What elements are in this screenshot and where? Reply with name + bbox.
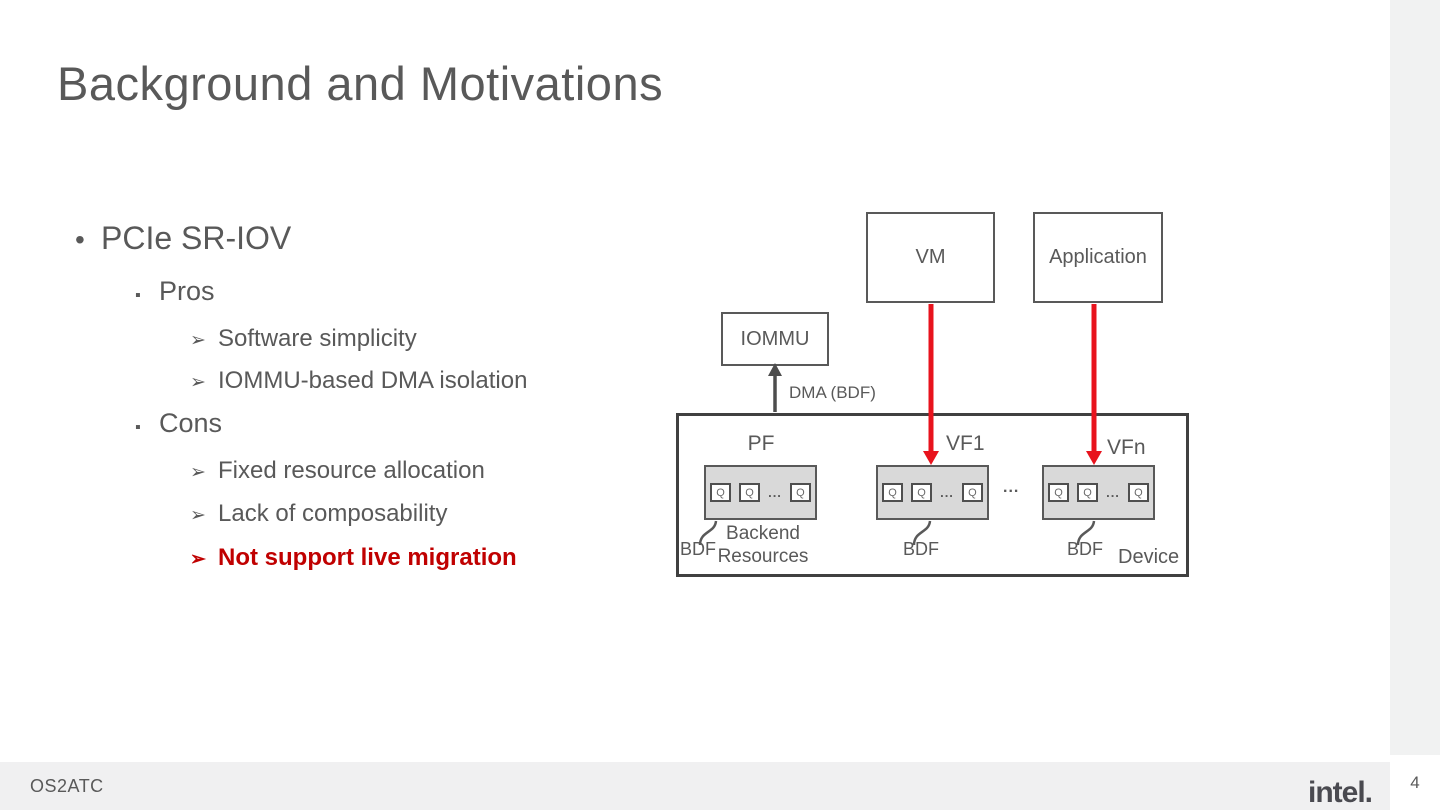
vfn-label: VFn [1107,436,1146,459]
bdf-label-pf: BDF [680,539,716,559]
bullet-software-simplicity: ➢ Software simplicity [190,325,417,353]
vm-label: VM [915,246,946,268]
dma-bdf-label: DMA (BDF) [789,383,876,402]
application-label: Application [1049,246,1147,268]
page-number: 4 [1390,755,1440,810]
vf1-label: VF1 [946,432,985,455]
queue-ellipsis: ... [940,485,954,500]
bullet-square-icon: ▪ [135,287,141,304]
pf-label: PF [747,432,775,455]
vf-ellipsis: ... [1003,479,1020,496]
bullet-arrow-icon: ➢ [190,549,206,570]
queue-icon: Q [882,483,904,502]
queue-icon: Q [710,483,732,502]
backend-resources-label: Backend Resources [717,523,809,569]
iommu-box: IOMMU [721,312,829,366]
bullet-text: Software simplicity [218,325,417,352]
queue-icon: Q [911,483,933,502]
bdf-label-vfn: BDF [1067,539,1103,559]
queue-icon: Q [961,483,983,502]
bullet-text: Fixed resource allocation [218,457,485,484]
bullet-arrow-icon: ➢ [190,505,206,526]
iommu-label: IOMMU [740,327,810,350]
backend-line1: Backend [726,523,800,544]
bullet-text: PCIe SR-IOV [101,220,292,256]
backend-line2: Resources [717,545,809,567]
queue-icon: Q [739,483,761,502]
right-side-strip [1390,0,1440,810]
pf-queue-box: Q Q ... Q [704,465,817,520]
intel-logo: intel. [1307,776,1373,809]
dma-arrow [768,363,782,412]
bullet-text: Cons [159,408,223,438]
page-title: Background and Motivations [57,57,664,110]
bullet-square-icon: ▪ [135,419,141,436]
bullet-dot-icon: • [75,224,85,255]
bullet-text: Not support live migration [218,544,517,571]
bullet-pcie-sriov: • PCIe SR-IOV [75,220,291,257]
queue-ellipsis: ... [1106,485,1120,500]
queue-ellipsis: ... [768,485,782,500]
queue-icon: Q [1048,483,1070,502]
bullet-lack-composability: ➢ Lack of composability [190,500,447,528]
bullet-text: Pros [159,276,215,306]
bullet-cons-header: ▪ Cons [135,408,222,439]
bullet-text: IOMMU-based DMA isolation [218,367,528,394]
device-label: Device [1118,546,1180,568]
vf1-queue-box: Q Q ... Q [876,465,989,520]
bullet-iommu-dma-isolation: ➢ IOMMU-based DMA isolation [190,367,527,395]
bullet-no-live-migration: ➢ Not support live migration [190,544,517,572]
footer-conference-label: OS2ATC [30,775,104,796]
bullet-fixed-resource: ➢ Fixed resource allocation [190,457,485,485]
bullet-arrow-icon: ➢ [190,462,206,483]
bdf-label-vf1: BDF [903,539,939,559]
bullet-arrow-icon: ➢ [190,372,206,393]
queue-icon: Q [789,483,811,502]
queue-icon: Q [1077,483,1099,502]
bullet-arrow-icon: ➢ [190,330,206,351]
bullet-pros-header: ▪ Pros [135,276,215,307]
application-box: Application [1033,212,1163,303]
footer-bar: OS2ATC intel. [0,762,1390,810]
queue-icon: Q [1127,483,1149,502]
vfn-queue-box: Q Q ... Q [1042,465,1155,520]
vm-box: VM [866,212,995,303]
bullet-text: Lack of composability [218,500,448,527]
